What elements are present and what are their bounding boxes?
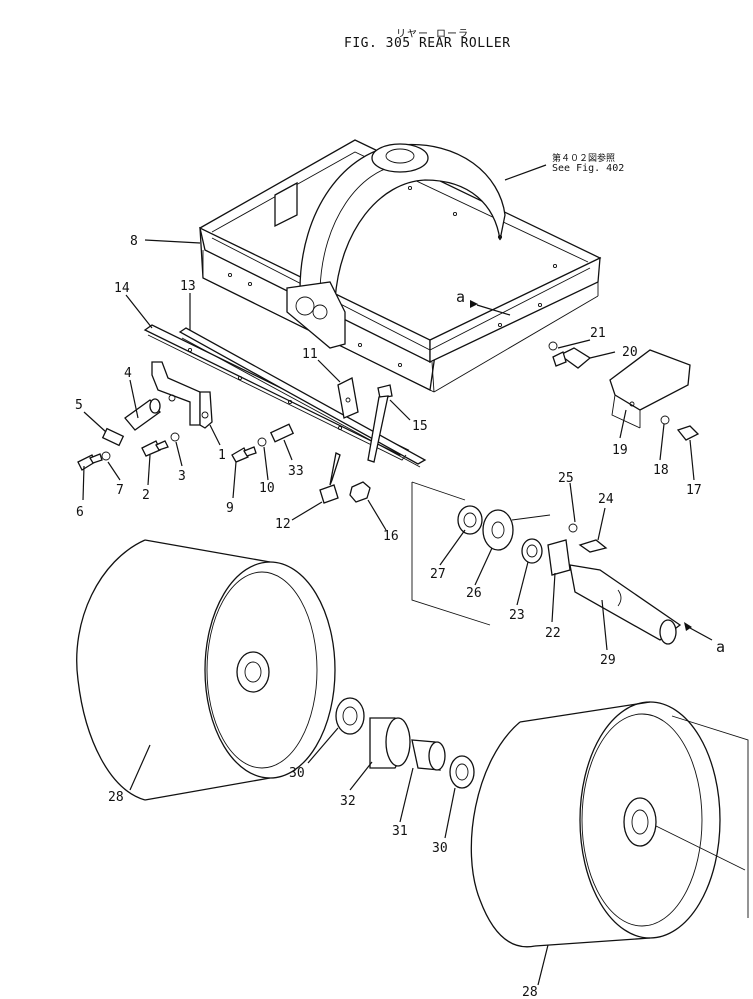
arrow-a-axle: [684, 622, 692, 631]
callout-17: 17: [686, 483, 702, 498]
reference-note-japanese: 第４０２図参照: [552, 154, 616, 164]
callout-3: 3: [178, 469, 186, 484]
axle-assembly: [411, 481, 682, 645]
bracket-part-1: [151, 361, 213, 429]
pin-part-4: [124, 398, 161, 431]
callout-23: 23: [509, 608, 525, 623]
callout-33: 33: [288, 464, 304, 479]
figure-title: FIG. 305 REAR ROLLER: [344, 36, 511, 51]
callout-27: 27: [430, 567, 446, 582]
callout-14: 14: [114, 281, 130, 296]
reference-note: See Fig. 402: [552, 163, 625, 174]
fastener-group-left: [77, 377, 393, 504]
callout-20: 20: [622, 345, 638, 360]
callout-1: 1: [218, 448, 226, 463]
drum-roller-right: [470, 701, 749, 948]
callout-7: 7: [116, 483, 124, 498]
callout-8: 8: [130, 234, 138, 249]
callout-30-left: 30: [289, 766, 305, 781]
leader-lines: [82, 164, 713, 986]
callout-9: 9: [226, 501, 234, 516]
reference-marker-a-axle: a: [716, 638, 725, 656]
arrow-a-frame: [470, 300, 478, 308]
mounting-rails: [143, 324, 427, 468]
callout-24: 24: [598, 492, 614, 507]
plate-part-5: [101, 427, 125, 447]
callout-18: 18: [653, 463, 669, 478]
callout-13: 13: [180, 279, 196, 294]
callout-19: 19: [612, 443, 628, 458]
callout-26: 26: [466, 586, 482, 601]
reference-marker-a-frame: a: [456, 288, 465, 306]
callout-31: 31: [392, 824, 408, 839]
callout-30-right: 30: [432, 841, 448, 856]
bearing-set: [335, 697, 475, 789]
callout-11: 11: [302, 347, 318, 362]
callout-25: 25: [558, 471, 574, 486]
callout-29: 29: [600, 653, 616, 668]
callout-28-bottom: 28: [522, 985, 538, 999]
callout-2: 2: [142, 488, 150, 503]
callout-21: 21: [590, 326, 606, 341]
callout-labels: 8 14 13 4 5 6 7 2 3 1 9 10 33 11 12 15 1…: [75, 234, 725, 856]
figure-title-japanese: リヤー ローラ: [396, 29, 470, 40]
callout-28-left: 28: [108, 790, 124, 805]
callout-4: 4: [124, 366, 132, 381]
callout-16: 16: [383, 529, 399, 544]
drum-roller-left: [76, 539, 336, 801]
callout-12: 12: [275, 517, 291, 532]
callout-22: 22: [545, 626, 561, 641]
callout-15: 15: [412, 419, 428, 434]
callout-6: 6: [76, 505, 84, 520]
frame-assembly: [199, 139, 602, 393]
callout-10: 10: [259, 481, 275, 496]
callout-32: 32: [340, 794, 356, 809]
callout-5: 5: [75, 398, 83, 413]
